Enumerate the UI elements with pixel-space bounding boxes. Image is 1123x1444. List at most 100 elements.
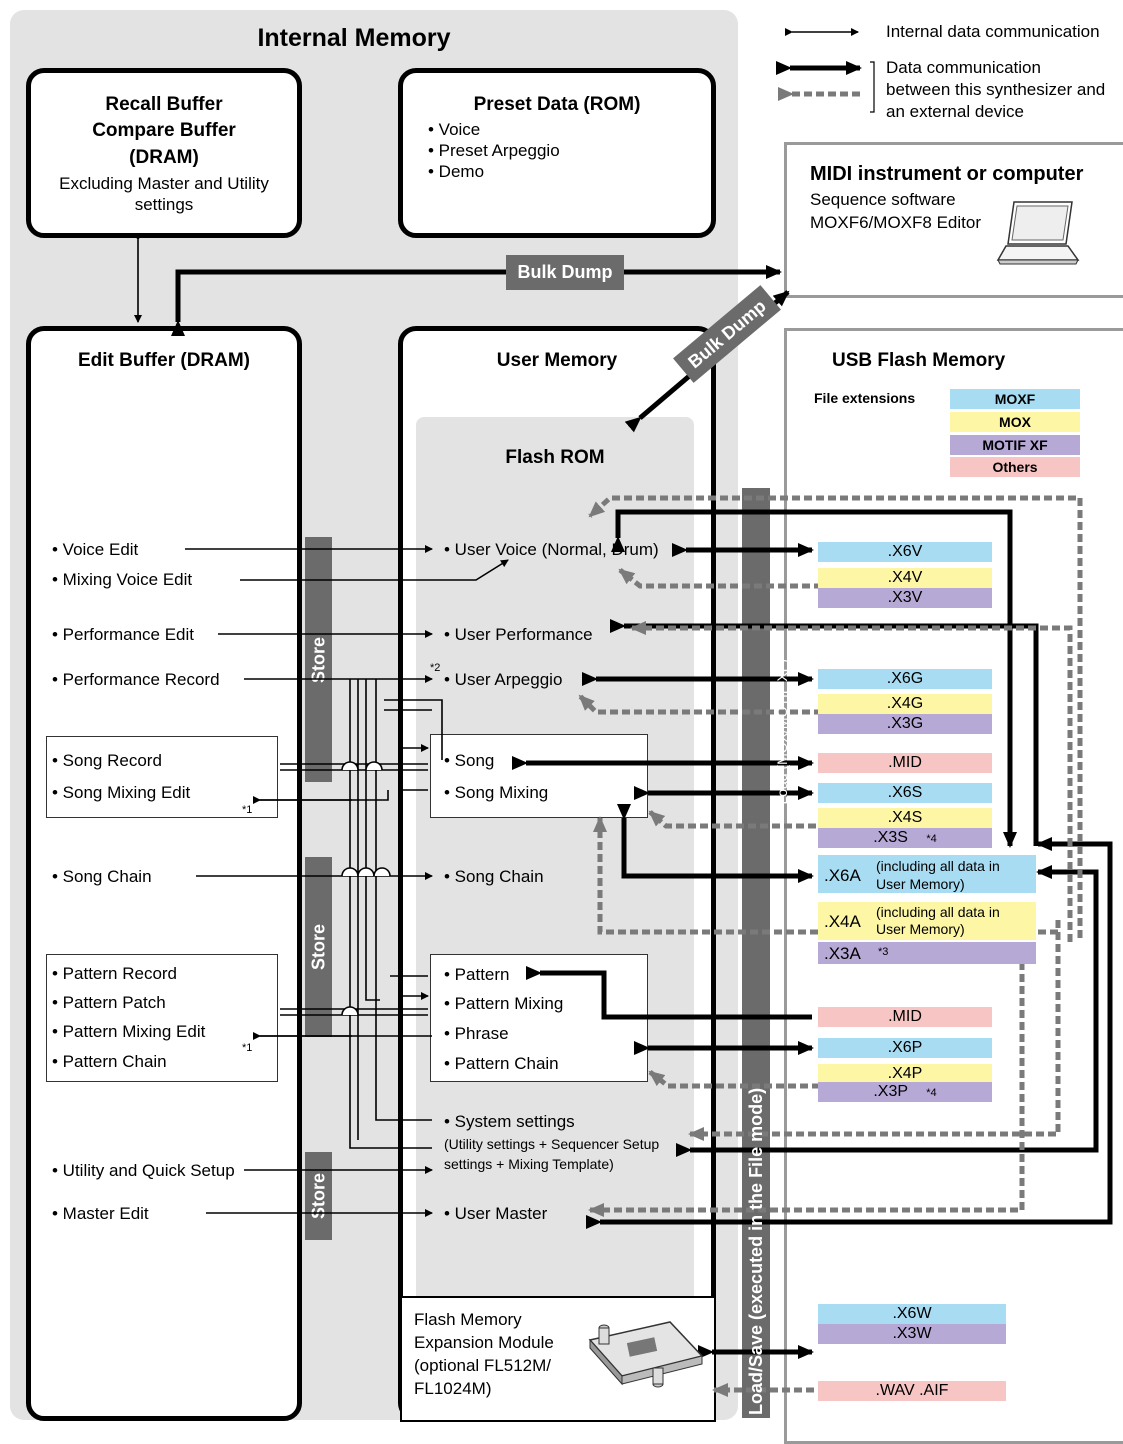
ext-x4v: .X4V	[818, 568, 992, 588]
preset-item-voice: • Voice	[428, 120, 481, 139]
edit-item-performance-record: • Performance Record	[52, 670, 220, 689]
store-bar-2: Store	[305, 857, 332, 1037]
midi-box-title: MIDI instrument or computer	[810, 163, 1084, 185]
edit-item-pattern-chain: • Pattern Chain	[52, 1052, 167, 1071]
user-item-system: • System settings	[444, 1112, 575, 1131]
preset-data-title: Preset Data (ROM)	[473, 94, 641, 115]
edit-item-utility: • Utility and Quick Setup	[52, 1161, 235, 1180]
note-1-pattern: *1	[242, 1042, 253, 1054]
edit-item-song-mixing: • Song Mixing Edit	[52, 783, 191, 802]
edit-buffer-box	[26, 326, 302, 1421]
ext-x3p-label: .X3P	[873, 1083, 908, 1100]
recall-buffer-note-1: Excluding Master and Utility	[59, 174, 269, 193]
ext-x6a-note-2: User Memory)	[876, 876, 965, 892]
preset-item-demo: • Demo	[428, 162, 485, 181]
user-item-master: • User Master	[444, 1204, 548, 1223]
ext-x6v: .X6V	[818, 542, 992, 562]
user-item-pattern-chain: • Pattern Chain	[444, 1054, 559, 1073]
midi-box-line-1: Sequence software	[810, 190, 956, 209]
song-record-box	[46, 736, 278, 818]
load-save-sub: *Load (MOX/MOTIF XF)	[774, 659, 790, 810]
system-note-1: (Utility settings + Sequencer Setup	[444, 1136, 660, 1152]
edit-item-pattern-patch: • Pattern Patch	[52, 993, 166, 1012]
ext-x4a: .X4A	[824, 912, 861, 931]
note-4-song: *4	[926, 833, 937, 845]
ext-mid-pattern: .MID	[818, 1007, 992, 1027]
edit-item-song-chain: • Song Chain	[52, 867, 152, 886]
ext-x3w: .X3W	[818, 1324, 1006, 1344]
ext-x6a-box	[818, 855, 1036, 893]
ext-x3a: .X3A	[824, 944, 861, 963]
ext-x6p: .X6P	[818, 1038, 992, 1058]
ext-x6a: .X6A	[824, 866, 861, 885]
note-3: *3	[878, 946, 889, 958]
legend-internal-label: Internal data communication	[886, 22, 1100, 41]
user-item-pattern: • Pattern	[444, 965, 510, 984]
ext-x4p: .X4P	[818, 1064, 992, 1084]
ext-x4g: .X4G	[818, 694, 992, 714]
badge-moxf: MOXF	[950, 389, 1080, 409]
legend-external-label-3: an external device	[886, 102, 1024, 121]
file-extensions-label: File extensions	[814, 390, 916, 406]
ext-x3p: .X3P *4	[818, 1082, 992, 1102]
ext-x3a-box	[818, 942, 1036, 964]
user-item-arpeggio: • User Arpeggio	[444, 670, 563, 689]
user-memory-title: User Memory	[496, 350, 618, 371]
flash-module-line-1: Flash Memory	[414, 1310, 522, 1329]
edit-item-master: • Master Edit	[52, 1204, 149, 1223]
ext-x4a-box	[818, 902, 1036, 940]
laptop-icon	[996, 201, 1080, 265]
recall-buffer-title-1: Recall Buffer	[105, 94, 223, 115]
recall-buffer-title-2: Compare Buffer	[92, 120, 236, 141]
midi-box-line-2: MOXF6/MOXF8 Editor	[810, 213, 981, 232]
note-4-pattern: *4	[926, 1087, 937, 1099]
user-item-voice: • User Voice (Normal, Drum)	[444, 540, 659, 559]
pattern-record-box	[46, 954, 278, 1082]
recall-buffer-box	[26, 68, 302, 238]
ext-x3v: .X3V	[818, 588, 992, 608]
edit-item-performance: • Performance Edit	[52, 625, 195, 644]
legend-external-label-1: Data communication	[886, 58, 1041, 77]
ext-x4a-note-2: User Memory)	[876, 921, 965, 937]
internal-memory-title: Internal Memory	[257, 24, 451, 52]
ext-x6s: .X6S	[818, 783, 992, 803]
store-bar-1: Store	[305, 537, 332, 782]
ext-x4s: .X4S	[818, 808, 992, 828]
badge-motif-xf: MOTIF XF	[950, 435, 1080, 455]
load-save-main: Load/Save (executed in the File mode)	[746, 1087, 766, 1415]
recall-buffer-title-3: (DRAM)	[129, 147, 199, 168]
ext-x3g: .X3G	[818, 714, 992, 734]
ext-x6g: .X6G	[818, 669, 992, 689]
edit-item-pattern-record: • Pattern Record	[52, 964, 178, 983]
system-note-2: settings + Mixing Template)	[444, 1156, 614, 1172]
ext-x3s: .X3S *4	[818, 828, 992, 848]
badge-mox: MOX	[950, 412, 1080, 432]
ext-x6a-note-1: (including all data in	[876, 858, 1000, 874]
flash-module-line-2: Expansion Module	[414, 1333, 554, 1352]
flash-module-line-4: FL1024M)	[414, 1379, 492, 1398]
recall-buffer-note-2: settings	[134, 195, 194, 214]
edit-buffer-title: Edit Buffer (DRAM)	[77, 350, 251, 371]
preset-item-arpeggio: • Preset Arpeggio	[428, 141, 560, 160]
badge-others: Others	[950, 457, 1080, 477]
user-item-song: • Song	[444, 751, 495, 770]
preset-data-box	[398, 68, 716, 238]
user-item-performance: • User Performance	[444, 625, 593, 644]
user-item-song-chain: • Song Chain	[444, 867, 544, 886]
ext-x3s-label: .X3S	[873, 829, 908, 846]
edit-item-pattern-mixing: • Pattern Mixing Edit	[52, 1022, 206, 1041]
flash-rom-title: Flash ROM	[505, 447, 605, 468]
legend-external-label-2: between this synthesizer and	[886, 80, 1106, 99]
ext-x6w: .X6W	[818, 1304, 1006, 1324]
edit-item-voice: • Voice Edit	[52, 540, 139, 559]
note-2: *2	[430, 662, 441, 674]
user-item-phrase: • Phrase	[444, 1024, 509, 1043]
usb-title: USB Flash Memory	[832, 350, 1006, 371]
ext-x4a-note-1: (including all data in	[876, 904, 1000, 920]
flash-module-board-icon	[588, 1321, 704, 1388]
note-1-song: *1	[242, 804, 253, 816]
user-item-song-mixing: • Song Mixing	[444, 783, 549, 802]
store-bar-3: Store	[305, 1152, 332, 1240]
flash-module-line-3: (optional FL512M/	[414, 1356, 552, 1375]
